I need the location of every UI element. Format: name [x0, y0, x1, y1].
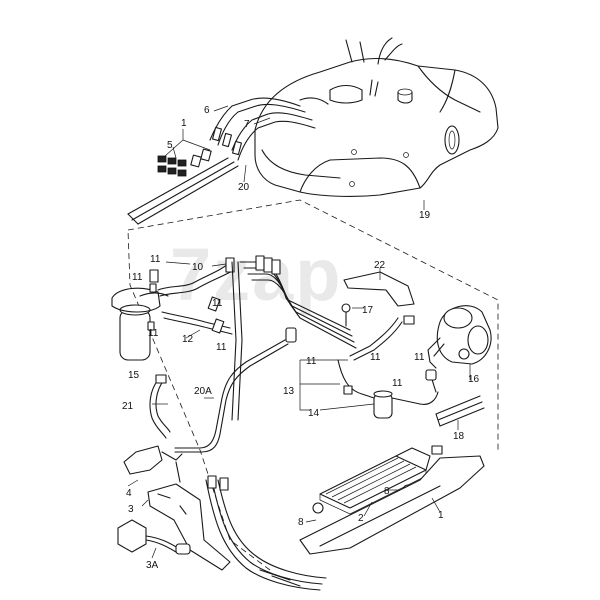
callout-16: 16 — [468, 374, 480, 385]
callout-18: 18 — [453, 431, 465, 442]
callout-5: 5 — [167, 140, 173, 151]
mount-4 — [123, 445, 163, 475]
line-set-13 — [239, 255, 357, 349]
callout-11-h: 11 — [414, 352, 425, 363]
shield-3 — [147, 483, 231, 571]
callout-22: 22 — [374, 260, 386, 271]
callout-12: 12 — [182, 334, 194, 345]
fuel-line-bundle-upper — [127, 97, 316, 225]
callout-10: 10 — [192, 262, 204, 273]
callout-20: 20 — [238, 182, 250, 193]
callout-11-b: 11 — [132, 272, 143, 283]
callout-14: 14 — [308, 408, 320, 419]
callout-11-g: 11 — [370, 352, 381, 363]
callout-1-bottom: 1 — [438, 510, 444, 521]
callout-19: 19 — [419, 210, 431, 221]
callout-7: 7 — [244, 119, 250, 130]
callout-4: 4 — [126, 488, 132, 499]
bracket-22 — [343, 271, 415, 307]
callout-8-b: 8 — [298, 517, 304, 528]
underbody-lines — [205, 475, 327, 591]
hose-21 — [149, 374, 171, 439]
bolt-17 — [341, 303, 351, 327]
valve-icon — [337, 315, 439, 419]
heat-shield-1 — [299, 455, 485, 555]
callout-3a: 3A — [146, 560, 159, 571]
clip-set — [157, 155, 187, 177]
charcoal-canister-icon — [425, 305, 492, 393]
callout-11-i: 11 — [392, 378, 403, 389]
callout-11-d: 11 — [148, 328, 159, 339]
callout-6: 6 — [204, 105, 210, 116]
callout-1-top: 1 — [181, 118, 187, 129]
callout-11-a: 11 — [150, 254, 161, 265]
assembly-outline — [127, 199, 499, 571]
fuel-tank-icon — [254, 37, 499, 197]
callout-20a: 20A — [194, 386, 212, 397]
callout-2: 2 — [358, 513, 364, 524]
callout-15: 15 — [128, 370, 140, 381]
callout-17: 17 — [362, 305, 374, 316]
fuel-filter-icon — [111, 287, 169, 361]
leader-lines — [127, 105, 471, 559]
line-20a — [174, 327, 297, 453]
callout-3: 3 — [128, 504, 134, 515]
callout-21: 21 — [122, 401, 134, 412]
rod-set-18 — [435, 395, 485, 427]
callout-11-e: 11 — [216, 342, 227, 353]
callout-11-f: 11 — [306, 356, 317, 367]
line-set-10-12 — [147, 257, 243, 421]
callout-13: 13 — [283, 386, 295, 397]
pump-3a — [117, 519, 191, 555]
callout-11-c: 11 — [212, 298, 223, 309]
callout-8-a: 8 — [384, 486, 390, 497]
callout-labels: 1 5 6 7 20 19 22 11 11 10 17 11 11 11 11… — [122, 105, 480, 571]
